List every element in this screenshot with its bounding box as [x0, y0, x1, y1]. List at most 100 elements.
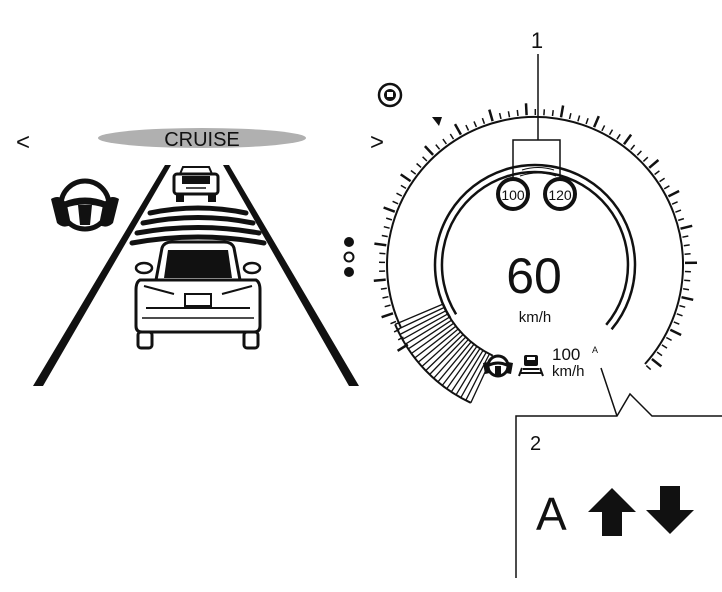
gauge-tick [507, 111, 511, 118]
nav-next-arrow: > [370, 129, 384, 156]
gauge-ticks [373, 103, 698, 371]
gauge-tick [577, 115, 581, 122]
speed-limit-sign-high: 120 [543, 177, 577, 211]
gauge-tick [667, 189, 680, 198]
gauge-tick [616, 133, 621, 140]
speed-fill-bar [441, 343, 475, 386]
steering-assist-icon [483, 354, 513, 378]
gauge-tick [381, 312, 394, 319]
gauge-tick [683, 244, 690, 247]
speed-fill-bar [450, 348, 481, 393]
gauge-tick [392, 200, 399, 205]
callout-1: 1 [512, 28, 561, 182]
speed-fill-bar [433, 339, 469, 379]
gauge-tick [592, 115, 600, 128]
gauge-arcs [386, 115, 685, 365]
left-panel: < > CRUISE [16, 128, 384, 386]
gauge-tick [665, 336, 672, 342]
speed-fill-bar [421, 331, 462, 367]
gauge-tick [608, 129, 614, 136]
gauge-tick [671, 201, 678, 205]
gauge-tick [673, 321, 680, 325]
speed-fill-bar [460, 351, 487, 399]
gauge-tick [663, 185, 670, 190]
gauge-tick [383, 225, 390, 229]
speed-fill-outline [394, 324, 472, 404]
speed-limit-high-text: 120 [548, 187, 572, 203]
speed-fill-bar [394, 303, 444, 325]
speed-fill-bar [429, 336, 467, 375]
gauge-tick [681, 295, 694, 302]
speed-fill-bar [411, 322, 455, 355]
road-lines [33, 165, 359, 386]
gauge-tick [675, 209, 682, 213]
speed-fill-bar [404, 316, 450, 345]
speed-fill-bars [394, 303, 494, 404]
gauge-tick [654, 170, 660, 176]
gauge-tick [399, 173, 412, 183]
gauge-tick [680, 224, 693, 230]
vehicle-on-steering-icon [377, 82, 403, 108]
speed-limit-low-text: 100 [501, 187, 525, 203]
gauge-tick [383, 206, 396, 213]
gauge-tick [374, 242, 387, 247]
gauge-tick [381, 234, 388, 238]
gauge-tick [516, 109, 519, 117]
gauge-tick [676, 313, 683, 317]
speed-fill-inner-outline [441, 303, 494, 357]
gauge-tick [622, 133, 633, 146]
speed-fill-bar [399, 310, 447, 336]
gauge-tick [684, 253, 691, 256]
speed-fill-bar [425, 334, 464, 372]
gauge-tick [636, 150, 642, 156]
callout-1-number: 1 [531, 28, 543, 53]
speed-limit-sign-low: 100 [496, 177, 530, 211]
gauge-tick [651, 358, 663, 368]
gauge-tick [435, 144, 441, 150]
down-arrow-icon [646, 486, 694, 534]
speed-fill-bar [465, 353, 490, 401]
gauge-tick [656, 351, 663, 357]
inset-mode-letter: A [536, 488, 567, 540]
distance-bars-icon [129, 205, 267, 246]
gauge-tick [661, 344, 668, 349]
speed-fill-bar [417, 328, 459, 363]
mode-banner [98, 128, 306, 148]
gauge-tick [568, 113, 572, 120]
speed-fill-bar [437, 341, 472, 383]
gauge-tick [400, 184, 407, 190]
gauge-tick [380, 287, 387, 290]
lane-car-icon [518, 355, 544, 377]
speed-fill-bar [402, 313, 449, 340]
gauge-tick [449, 133, 455, 140]
gauge-tick [384, 304, 391, 308]
gauge-tick [442, 138, 448, 145]
lead-vehicle-icon [172, 166, 220, 202]
own-vehicle-icon [134, 240, 262, 350]
gauge-tick [559, 105, 565, 118]
gauge-tick [669, 328, 682, 337]
gauge-tick [465, 124, 470, 131]
gauge-tick [684, 279, 691, 282]
speed-fill-bar [446, 346, 478, 390]
speed-unit: km/h [519, 309, 552, 326]
gauge-tick [382, 295, 389, 299]
gauge-tick [677, 217, 685, 222]
gauge-tick [585, 118, 589, 125]
gauge-tick [423, 145, 435, 156]
gauge-tick [379, 252, 386, 255]
gauge-tick [410, 169, 417, 175]
speedometer: 1 100 120 60 km/h [343, 28, 698, 404]
gauge-tick [488, 109, 494, 122]
gauge-tick [659, 177, 666, 183]
mode-label: CRUISE [164, 129, 240, 151]
gauge-tick [498, 112, 502, 120]
gauge-tick [630, 144, 636, 151]
gauge-tick [645, 365, 652, 371]
page-dots-icon [343, 237, 355, 277]
set-speed-value: 100 [552, 345, 580, 364]
nav-prev-arrow: < [16, 129, 30, 156]
speed-fill-bar [397, 306, 445, 331]
gauge-tick [453, 123, 462, 136]
